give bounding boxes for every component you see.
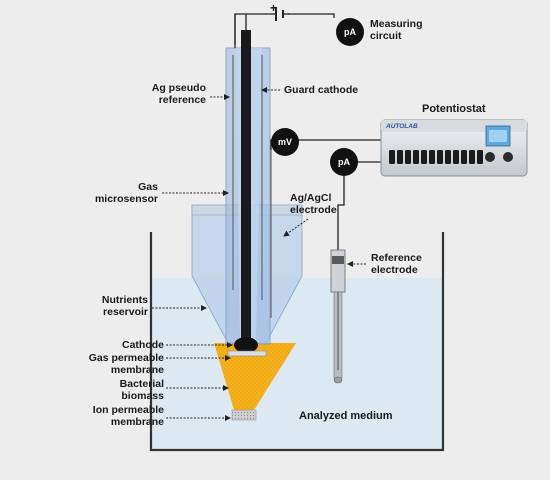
cathode-tip — [234, 337, 258, 353]
pa-meter-potentiostat — [330, 148, 358, 176]
connector-slot — [421, 150, 427, 164]
reference-electrode-label: Reference electrode — [371, 252, 422, 276]
ion-permeable-membrane-label: Ion permeable membrane — [92, 404, 164, 428]
reference-electrode-tip — [333, 376, 343, 384]
connector-slot — [437, 150, 443, 164]
arrow-agagcl-electrode — [283, 218, 309, 237]
pa-meter-circuit-label: pA — [344, 27, 356, 37]
connector-slot — [445, 150, 451, 164]
battery-plus-sign: + — [270, 1, 278, 15]
connector-slot — [397, 150, 403, 164]
analyzed-medium-liquid — [151, 278, 443, 450]
connector-slot — [461, 150, 467, 164]
connector-slot — [453, 150, 459, 164]
potentiostat-connectors — [389, 150, 513, 164]
ag-pseudo-reference-label: Ag pseudo reference — [151, 82, 206, 106]
gas-microsensor-label: Gas microsensor — [94, 181, 158, 205]
nutrients-reservoir-label: Nutrients reservoir — [101, 294, 148, 318]
mv-meter — [271, 128, 299, 156]
guard-cathode-label: Guard cathode — [284, 84, 359, 96]
connector-jack — [485, 152, 495, 162]
pa-meter-circuit — [336, 18, 364, 46]
ion-permeable-membrane — [231, 409, 257, 421]
analyzed-medium-label: Analyzed medium — [299, 410, 393, 422]
connector-slot — [469, 150, 475, 164]
cathode-label: Cathode — [122, 339, 164, 351]
bacterial-biomass-label: Bacterial biomass — [119, 378, 164, 402]
ag-agcl-electrode-label: Ag/AgCl electrode — [290, 192, 337, 216]
reference-wire — [337, 176, 345, 250]
vessel-walls — [149, 232, 445, 452]
connector-slot — [429, 150, 435, 164]
connector-jack — [503, 152, 513, 162]
mv-meter-label: mV — [277, 137, 292, 147]
connector-slot — [389, 150, 395, 164]
gas-permeable-membrane — [227, 350, 267, 357]
connector-slot — [477, 150, 483, 164]
autolab-brand: AUTOLAB — [386, 123, 418, 130]
gas-permeable-membrane-label: Gas permeable membrane — [88, 352, 164, 376]
cathode-rod — [241, 30, 251, 345]
connector-slot — [405, 150, 411, 164]
connector-slot — [413, 150, 419, 164]
reference-electrode-band — [332, 256, 344, 264]
potentiostat-label: Potentiostat — [422, 103, 486, 115]
measuring-circuit-label: Measuring circuit — [370, 18, 423, 42]
bacterial-biomass-region — [214, 343, 296, 410]
pa-meter-potentiostat-label: pA — [338, 157, 350, 167]
